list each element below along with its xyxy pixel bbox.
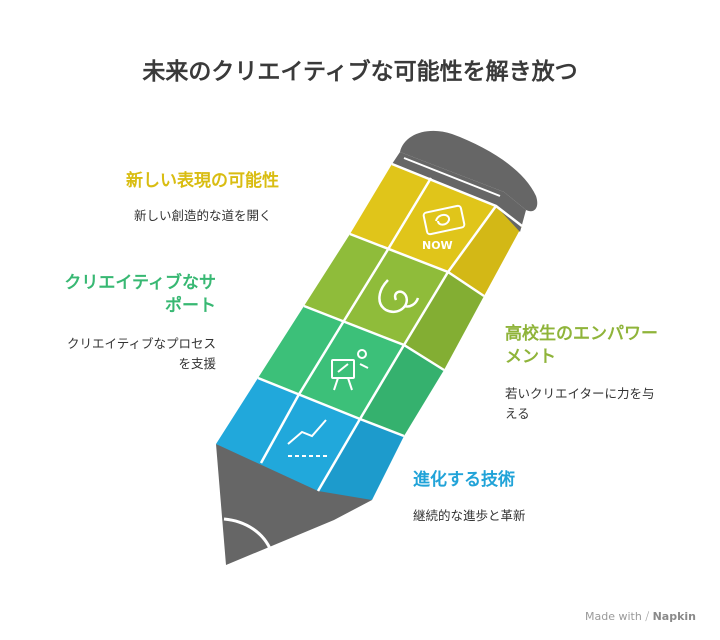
pencil-tip-lead-line — [223, 517, 273, 552]
student-empowerment-label: 高校生のエンパワー メント — [505, 324, 658, 367]
blue-band-front — [216, 378, 360, 491]
yellow-band-side — [448, 206, 522, 296]
new-expression-label: 新しい表現の可能性 — [126, 171, 279, 191]
band-dividers — [257, 162, 523, 492]
creative-support-label: クリエイティブなサ ポート — [64, 273, 216, 316]
new-expression-description: 新しい創造的な道を開く — [134, 208, 272, 223]
pencil-ferrule — [392, 152, 526, 232]
blue-band-side — [318, 419, 404, 500]
creative-support-description: クリエイティブなプロセス を支援 — [66, 336, 216, 371]
student-empowerment-description: 若いクリエイターに力を与 える — [505, 386, 655, 421]
trend-line-icon — [287, 419, 330, 457]
evolving-technology-label: 進化する技術 — [413, 470, 515, 490]
easel-icon — [331, 349, 369, 391]
pencil-tip — [216, 444, 372, 565]
napkin-logo-icon: ⧸ — [645, 610, 650, 623]
green-band-side — [360, 345, 444, 436]
pencil-eraser — [400, 130, 538, 212]
page-title: 未来のクリエイティブな可能性を解き放つ — [142, 59, 578, 85]
svg-text:NOW: NOW — [422, 239, 453, 252]
evolving-technology-description: 継続的な進歩と革新 — [413, 508, 526, 523]
lime-band-front — [304, 234, 448, 345]
now-icon: NOW — [422, 204, 466, 252]
swirl-icon — [378, 279, 420, 313]
napkin-watermark: Made with ⧸ Napkin — [585, 610, 696, 623]
yellow-band-front — [350, 164, 496, 272]
lime-band-side — [404, 272, 484, 370]
